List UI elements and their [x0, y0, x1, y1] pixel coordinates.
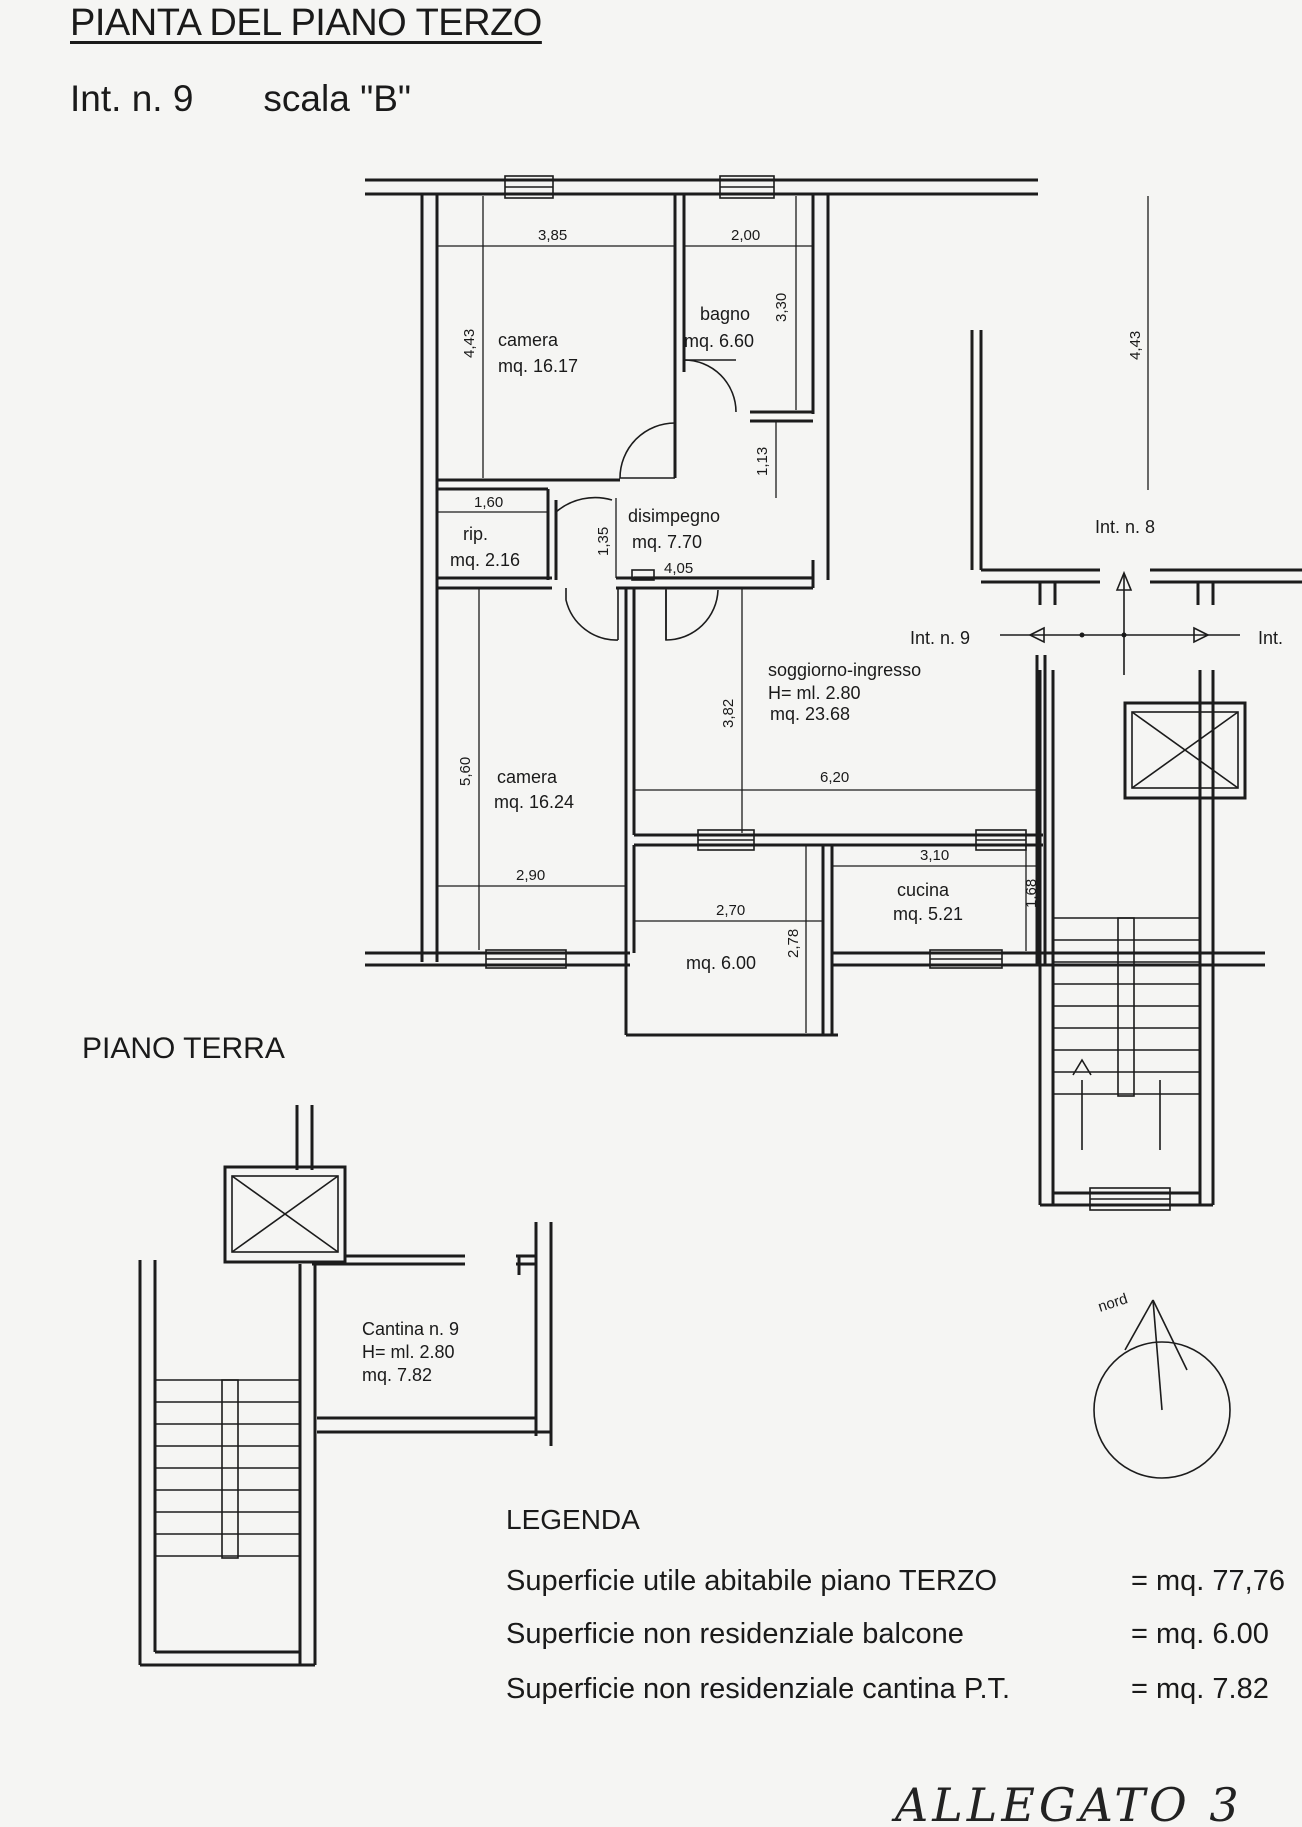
camera-top-name: camera — [498, 330, 559, 350]
int-partial-label: Int. — [1258, 628, 1283, 648]
dim-200: 2,00 — [731, 227, 760, 244]
cucina-name: cucina — [897, 880, 950, 900]
camera-bottom-name: camera — [497, 767, 558, 787]
bagno-name: bagno — [700, 304, 750, 324]
rip-name: rip. — [463, 524, 488, 544]
int-8-label: Int. n. 8 — [1095, 517, 1155, 537]
cantina-area: mq. 7.82 — [362, 1365, 432, 1385]
disimpegno-name: disimpegno — [628, 506, 720, 526]
legend-row-balcone: Superficie non residenziale balcone = mq.… — [506, 1618, 1269, 1651]
dim-270: 2,70 — [716, 902, 745, 919]
dim-405: 4,05 — [664, 560, 693, 577]
legend-label: Superficie non residenziale balcone — [506, 1618, 964, 1650]
plan-title: PIANTA DEL PIANO TERZO — [70, 2, 542, 44]
dim-620: 6,20 — [820, 769, 849, 786]
dim-443b: 4,43 — [1127, 331, 1144, 360]
cucina-area: mq. 5.21 — [893, 904, 963, 924]
dim-310: 3,10 — [920, 847, 949, 864]
legend-value: = mq. 77,76 — [1131, 1565, 1285, 1597]
dim-113: 1,13 — [754, 447, 771, 476]
dim-385: 3,85 — [538, 227, 567, 244]
camera-top-area: mq. 16.17 — [498, 356, 578, 376]
int-9-label: Int. n. 9 — [910, 628, 970, 648]
ground-stair-steps — [155, 1379, 300, 1559]
legend-row-abitabile: Superficie utile abitabile piano TERZO = … — [506, 1565, 1285, 1598]
apartment-walls — [365, 175, 1302, 1211]
cantina-name: Cantina n. 9 — [362, 1319, 459, 1339]
bagno-area: mq. 6.60 — [684, 331, 754, 351]
camera-bottom-area: mq. 16.24 — [494, 792, 574, 812]
plan-subtitle: Int. n. 9 scala "B" — [70, 78, 411, 120]
interno-label: Int. n. 9 — [70, 78, 194, 119]
compass-nord-label: nord — [1096, 1290, 1130, 1315]
dim-560: 5,60 — [457, 757, 474, 786]
dimension-lines — [437, 196, 1149, 1033]
legend-label: Superficie non residenziale cantina P.T. — [506, 1673, 1011, 1705]
legend-value: = mq. 6.00 — [1131, 1618, 1269, 1650]
soggiorno-name: soggiorno-ingresso — [768, 660, 921, 680]
ground-floor-walls — [138, 1105, 553, 1667]
legend-label: Superficie utile abitabile piano TERZO — [506, 1565, 998, 1597]
dim-160: 1,60 — [474, 494, 503, 511]
rip-area: mq. 2.16 — [450, 550, 520, 570]
legend-row-cantina: Superficie non residenziale cantina P.T.… — [506, 1673, 1269, 1706]
balcone-area: mq. 6.00 — [686, 953, 756, 973]
legend-value: = mq. 7.82 — [1131, 1673, 1269, 1705]
dim-290: 2,90 — [516, 867, 545, 884]
annex-handwritten-label: ALLEGATO 3 — [895, 1778, 1243, 1827]
scala-label: scala "B" — [263, 78, 412, 119]
dimension-labels: 3,85 2,00 3,30 4,43 4,43 1,13 1,60 1,35 … — [457, 227, 1144, 958]
soggiorno-height: H= ml. 2.80 — [768, 683, 861, 703]
dim-382: 3,82 — [720, 699, 737, 728]
dim-443a: 4,43 — [461, 329, 478, 358]
cantina-height: H= ml. 2.80 — [362, 1342, 455, 1362]
access-labels: Int. n. 8 Int. n. 9 Int. nord — [910, 517, 1283, 1316]
ground-floor-title: PIANO TERRA — [82, 1032, 285, 1065]
disimpegno-area: mq. 7.70 — [632, 532, 702, 552]
dim-168: 1,68 — [1023, 879, 1040, 908]
stair-steps — [1053, 917, 1200, 1150]
dim-330: 3,30 — [773, 293, 790, 322]
north-compass — [1093, 1299, 1231, 1479]
dim-135: 1,35 — [595, 527, 612, 556]
soggiorno-area: mq. 23.68 — [770, 704, 850, 724]
room-labels: camera mq. 16.17 bagno mq. 6.60 rip. mq.… — [362, 304, 963, 1385]
legend-title: LEGENDA — [506, 1504, 640, 1535]
dim-278: 2,78 — [785, 929, 802, 958]
